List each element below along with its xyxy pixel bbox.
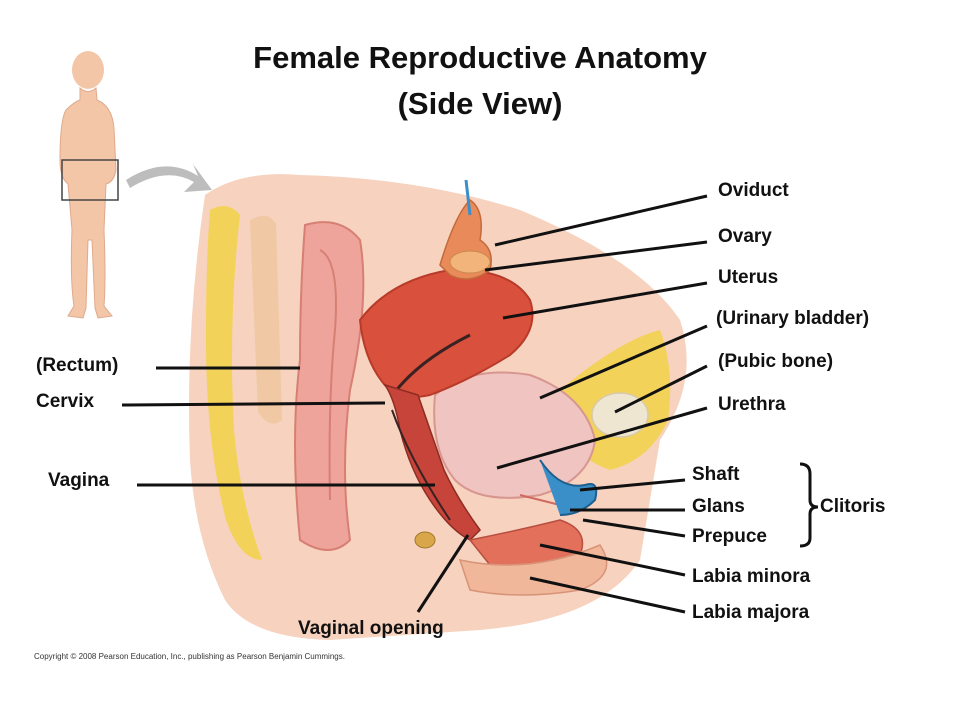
- title-line-2: (Side View): [397, 86, 563, 121]
- label-oviduct: Oviduct: [718, 180, 789, 201]
- region-box: [61, 159, 119, 201]
- label-vaginal-opening: Vaginal opening: [298, 618, 444, 639]
- label-uterus: Uterus: [718, 267, 779, 288]
- title-line-1: Female Reproductive Anatomy: [253, 40, 707, 75]
- arrow-icon: [126, 164, 212, 192]
- label-rectum: (Rectum): [36, 355, 119, 376]
- label-vagina: Vagina: [48, 470, 110, 491]
- label-labia-minora: Labia minora: [692, 566, 811, 587]
- clitoris-brace: [799, 462, 819, 548]
- label-glans: Glans: [692, 496, 745, 517]
- label-labia-majora: Labia majora: [692, 602, 810, 623]
- label-shaft: Shaft: [692, 464, 740, 485]
- body-silhouette-icon: [59, 51, 117, 319]
- anatomy-drawing: [189, 174, 687, 640]
- copyright-notice: Copyright © 2008 Pearson Education, Inc.…: [34, 652, 345, 661]
- label-clitoris: Clitoris: [820, 496, 886, 517]
- label-cervix: Cervix: [36, 391, 95, 412]
- label-prepuce: Prepuce: [692, 526, 767, 547]
- label-urinary-bladder: (Urinary bladder): [716, 308, 870, 329]
- label-ovary: Ovary: [718, 226, 772, 247]
- label-urethra: Urethra: [718, 394, 786, 415]
- label-pubic-bone: (Pubic bone): [718, 351, 834, 372]
- leader-lines: [121, 194, 708, 614]
